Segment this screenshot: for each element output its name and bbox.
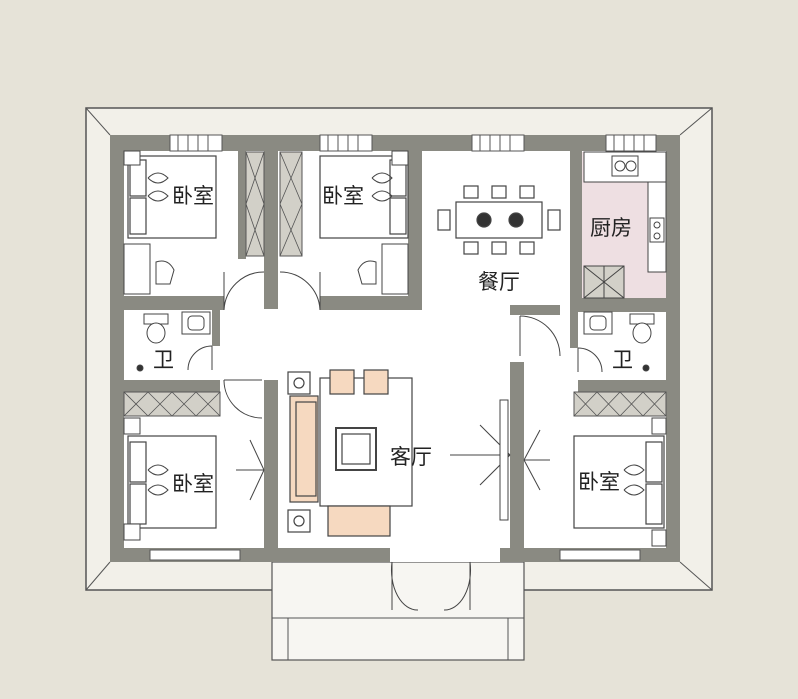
desk-top-middle xyxy=(357,243,409,295)
door-swings xyxy=(223,271,561,611)
kitchen-counter xyxy=(583,151,667,299)
window-mullions xyxy=(177,135,645,151)
porch xyxy=(271,561,525,661)
bed-bottom-right xyxy=(573,435,665,529)
room-label-kitchen: 厨房 xyxy=(590,216,632,240)
bathroom-left-fixtures xyxy=(136,311,213,372)
interior-walls xyxy=(124,151,680,548)
eave-hip-bl xyxy=(85,561,111,591)
wardrobes-bottom xyxy=(123,391,667,417)
eave-hip-br xyxy=(679,561,713,591)
bathroom-right-fixtures xyxy=(577,311,655,373)
eave-hip-tl xyxy=(85,107,111,136)
pillow-decor xyxy=(147,172,645,496)
bed-top-middle xyxy=(319,155,409,239)
nightstands xyxy=(123,150,667,547)
room-label-dining: 餐厅 xyxy=(478,270,520,294)
living-room-furniture xyxy=(287,369,413,537)
eave-hip-tr xyxy=(679,107,713,136)
bed-top-left xyxy=(127,155,217,239)
desk-top-left xyxy=(123,243,175,295)
room-label-bedroom-top-middle: 卧室 xyxy=(322,184,364,208)
bottom-windows xyxy=(149,549,641,561)
dining-table xyxy=(437,185,561,255)
room-label-bathroom-right: 卫 xyxy=(612,348,633,372)
wardrobes-top xyxy=(245,151,303,257)
room-label-bedroom-bottom-left: 卧室 xyxy=(172,472,214,496)
sliding-doors xyxy=(236,399,550,521)
room-label-living: 客厅 xyxy=(390,445,432,469)
wardrobe-bottom-cross-lines xyxy=(123,391,667,417)
room-label-bedroom-top-left: 卧室 xyxy=(172,184,214,208)
bed-bottom-left xyxy=(127,435,217,529)
wardrobe-cross-lines xyxy=(245,151,303,257)
porch-step xyxy=(287,617,509,661)
room-label-bedroom-bottom-right: 卧室 xyxy=(578,470,620,494)
room-label-bathroom-left: 卫 xyxy=(153,348,174,372)
